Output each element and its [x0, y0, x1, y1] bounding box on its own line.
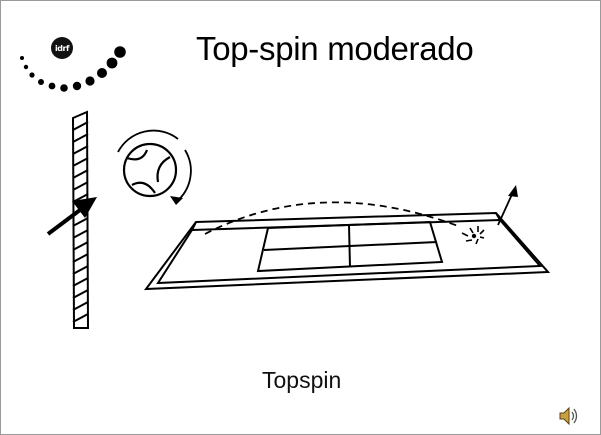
slide-title: Top-spin moderado	[196, 30, 474, 67]
speaker-icon[interactable]	[558, 406, 580, 426]
ball-trajectory	[204, 185, 518, 235]
logo-badge: idrf	[51, 37, 73, 59]
bounce-mark	[461, 226, 485, 245]
spinning-ball-icon	[117, 129, 192, 205]
stroke-arrow	[46, 197, 97, 236]
logo-dots-icon	[20, 46, 126, 92]
diagram-caption: Topspin	[262, 367, 342, 393]
tennis-court	[143, 211, 551, 291]
racket-handle	[71, 110, 90, 329]
